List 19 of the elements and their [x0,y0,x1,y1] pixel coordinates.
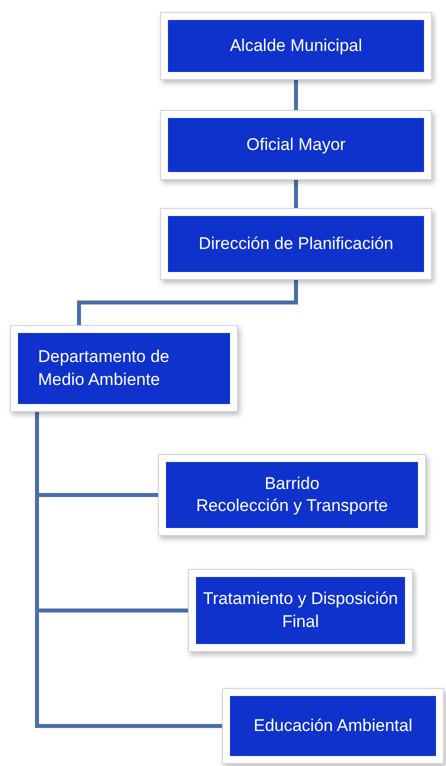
box-label: Departamento de Medio Ambiente [38,346,170,390]
box-label: Oficial Mayor [246,134,346,156]
connector-line [294,80,298,110]
box-label: Recolección y Transporte [196,495,388,517]
org-box [160,208,432,280]
connector-line [35,412,222,728]
box-label: Educación Ambiental [254,714,412,737]
box-label: Alcalde Municipal [230,34,362,57]
connector-line [77,280,298,325]
org-box [160,110,432,180]
org-box [158,454,426,536]
box-label: Tratamiento y Disposición Final [202,588,399,632]
org-box [160,12,432,80]
org-box [188,569,413,652]
org-box [222,688,444,764]
connector-line [294,180,298,208]
org-box [10,325,238,412]
box-label: Barrido [264,472,320,495]
box-label: Dirección de Planificación [198,232,394,255]
